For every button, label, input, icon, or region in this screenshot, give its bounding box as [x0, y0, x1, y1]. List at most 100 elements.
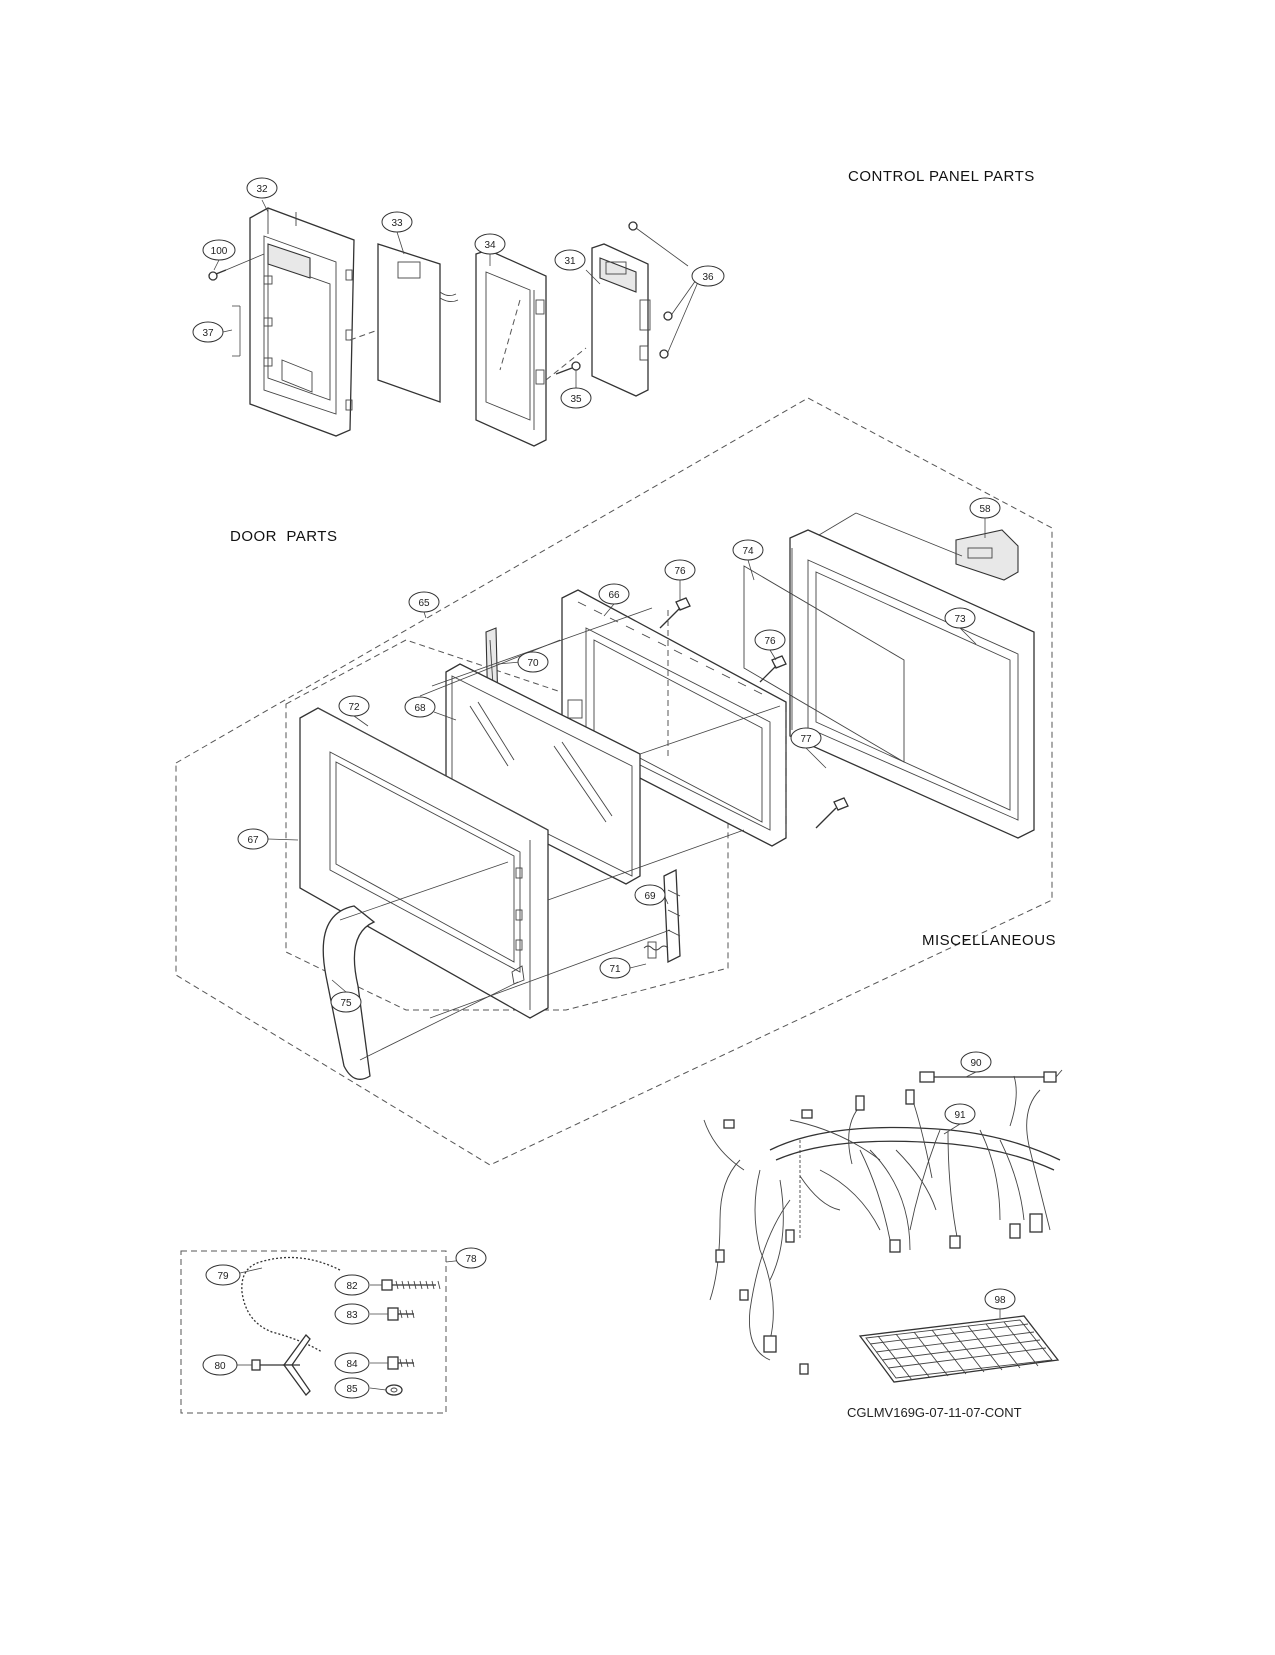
callout-label: 100 — [211, 246, 228, 257]
callout-label: 78 — [465, 1254, 477, 1265]
screw-100 — [208, 269, 227, 281]
callout-80: 80 — [202, 1354, 238, 1376]
callout-69: 69 — [634, 884, 666, 906]
callout-36: 36 — [691, 265, 725, 287]
callout-77: 77 — [790, 727, 822, 749]
drawing-code: CGLMV169G-07-11-07-CONT — [847, 1405, 1022, 1420]
callout-label: 75 — [340, 998, 352, 1009]
callout-68: 68 — [404, 696, 436, 718]
callout-76-lower: 76 — [754, 629, 786, 651]
screw-77 — [815, 797, 849, 829]
callout-label: 67 — [247, 835, 259, 846]
inner-door-73 — [789, 529, 1035, 839]
gasket-79 — [241, 1256, 341, 1353]
callout-74: 74 — [732, 539, 764, 561]
callout-label: 90 — [970, 1058, 982, 1069]
callout-84: 84 — [334, 1352, 370, 1374]
callout-label: 34 — [484, 240, 496, 251]
callout-label: 85 — [346, 1384, 358, 1395]
callout-label: 73 — [954, 614, 966, 625]
callout-label: 72 — [348, 702, 360, 713]
callout-label: 79 — [217, 1271, 229, 1282]
callout-label: 84 — [346, 1359, 358, 1370]
callout-label: 68 — [414, 703, 426, 714]
callout-72: 72 — [338, 695, 370, 717]
callout-67: 67 — [237, 828, 269, 850]
callout-label: 36 — [702, 272, 714, 283]
callout-label: 37 — [202, 328, 214, 339]
rack-98 — [858, 1315, 1060, 1383]
control-panel-frame-32 — [249, 207, 355, 437]
pcb-frame-34 — [475, 249, 547, 447]
callout-label: 80 — [214, 1361, 226, 1372]
control-panel-parts-title: CONTROL PANEL PARTS — [848, 168, 1035, 185]
callout-76-upper: 76 — [664, 559, 696, 581]
callout-78: 78 — [455, 1247, 487, 1269]
callout-32: 32 — [246, 177, 278, 199]
callout-31: 31 — [554, 249, 586, 271]
callout-98: 98 — [984, 1288, 1016, 1310]
toggle-bolt-80 — [251, 1334, 311, 1396]
control-board-31 — [591, 243, 651, 397]
screw-35 — [555, 361, 581, 375]
label-sheet-37 — [232, 305, 241, 357]
callout-label: 69 — [644, 891, 656, 902]
callout-58: 58 — [969, 497, 1001, 519]
screw-76-lower — [759, 655, 787, 683]
door-front-67 — [299, 707, 549, 1019]
callout-82: 82 — [334, 1274, 370, 1296]
callout-label: 66 — [608, 590, 620, 601]
callout-71: 71 — [599, 957, 631, 979]
callout-label: 98 — [994, 1295, 1006, 1306]
callout-label: 32 — [256, 184, 268, 195]
callout-label: 70 — [527, 658, 539, 669]
door-parts-title: DOOR PARTS — [230, 528, 338, 545]
callout-79: 79 — [205, 1264, 241, 1286]
wire-harness-90 — [919, 1069, 1063, 1083]
callout-73: 73 — [944, 607, 976, 629]
callout-65: 65 — [408, 591, 440, 613]
screw-84 — [387, 1356, 415, 1370]
door-subassembly-boundary-67 — [285, 639, 729, 1011]
callout-35: 35 — [560, 387, 592, 409]
door-film-74 — [743, 565, 905, 763]
membrane-sheet-33 — [377, 243, 459, 403]
callout-label: 35 — [570, 394, 582, 405]
main-wire-harness-91 — [703, 1075, 1061, 1375]
callout-label: 33 — [391, 218, 403, 229]
callout-70: 70 — [517, 651, 549, 673]
callout-90: 90 — [960, 1051, 992, 1073]
callout-label: 65 — [418, 598, 430, 609]
callout-34: 34 — [474, 233, 506, 255]
callout-label: 76 — [674, 566, 686, 577]
screw-82 — [381, 1279, 441, 1291]
callout-66: 66 — [598, 583, 630, 605]
callout-label: 74 — [742, 546, 754, 557]
screw-76-upper — [659, 597, 691, 629]
callout-label: 31 — [564, 256, 576, 267]
callout-85: 85 — [334, 1377, 370, 1399]
callout-label: 91 — [954, 1110, 966, 1121]
callout-37: 37 — [192, 321, 224, 343]
callout-label: 76 — [764, 636, 776, 647]
spring-71 — [643, 941, 669, 959]
callout-label: 82 — [346, 1281, 358, 1292]
callout-75: 75 — [330, 991, 362, 1013]
miscellaneous-title: MISCELLANEOUS — [922, 932, 1057, 949]
callout-91: 91 — [944, 1103, 976, 1125]
callout-100: 100 — [202, 239, 236, 261]
callout-label: 77 — [800, 734, 812, 745]
choke-cover-58 — [955, 529, 1019, 581]
callout-33: 33 — [381, 211, 413, 233]
callout-83: 83 — [334, 1303, 370, 1325]
callout-label: 71 — [609, 964, 621, 975]
accessory-kit-boundary-78 — [180, 1250, 447, 1414]
callout-label: 58 — [979, 504, 991, 515]
screws-36 — [628, 221, 699, 359]
washer-85 — [385, 1384, 403, 1396]
interlock-lever-69 — [663, 868, 681, 964]
callout-label: 83 — [346, 1310, 358, 1321]
screw-83 — [387, 1307, 415, 1321]
